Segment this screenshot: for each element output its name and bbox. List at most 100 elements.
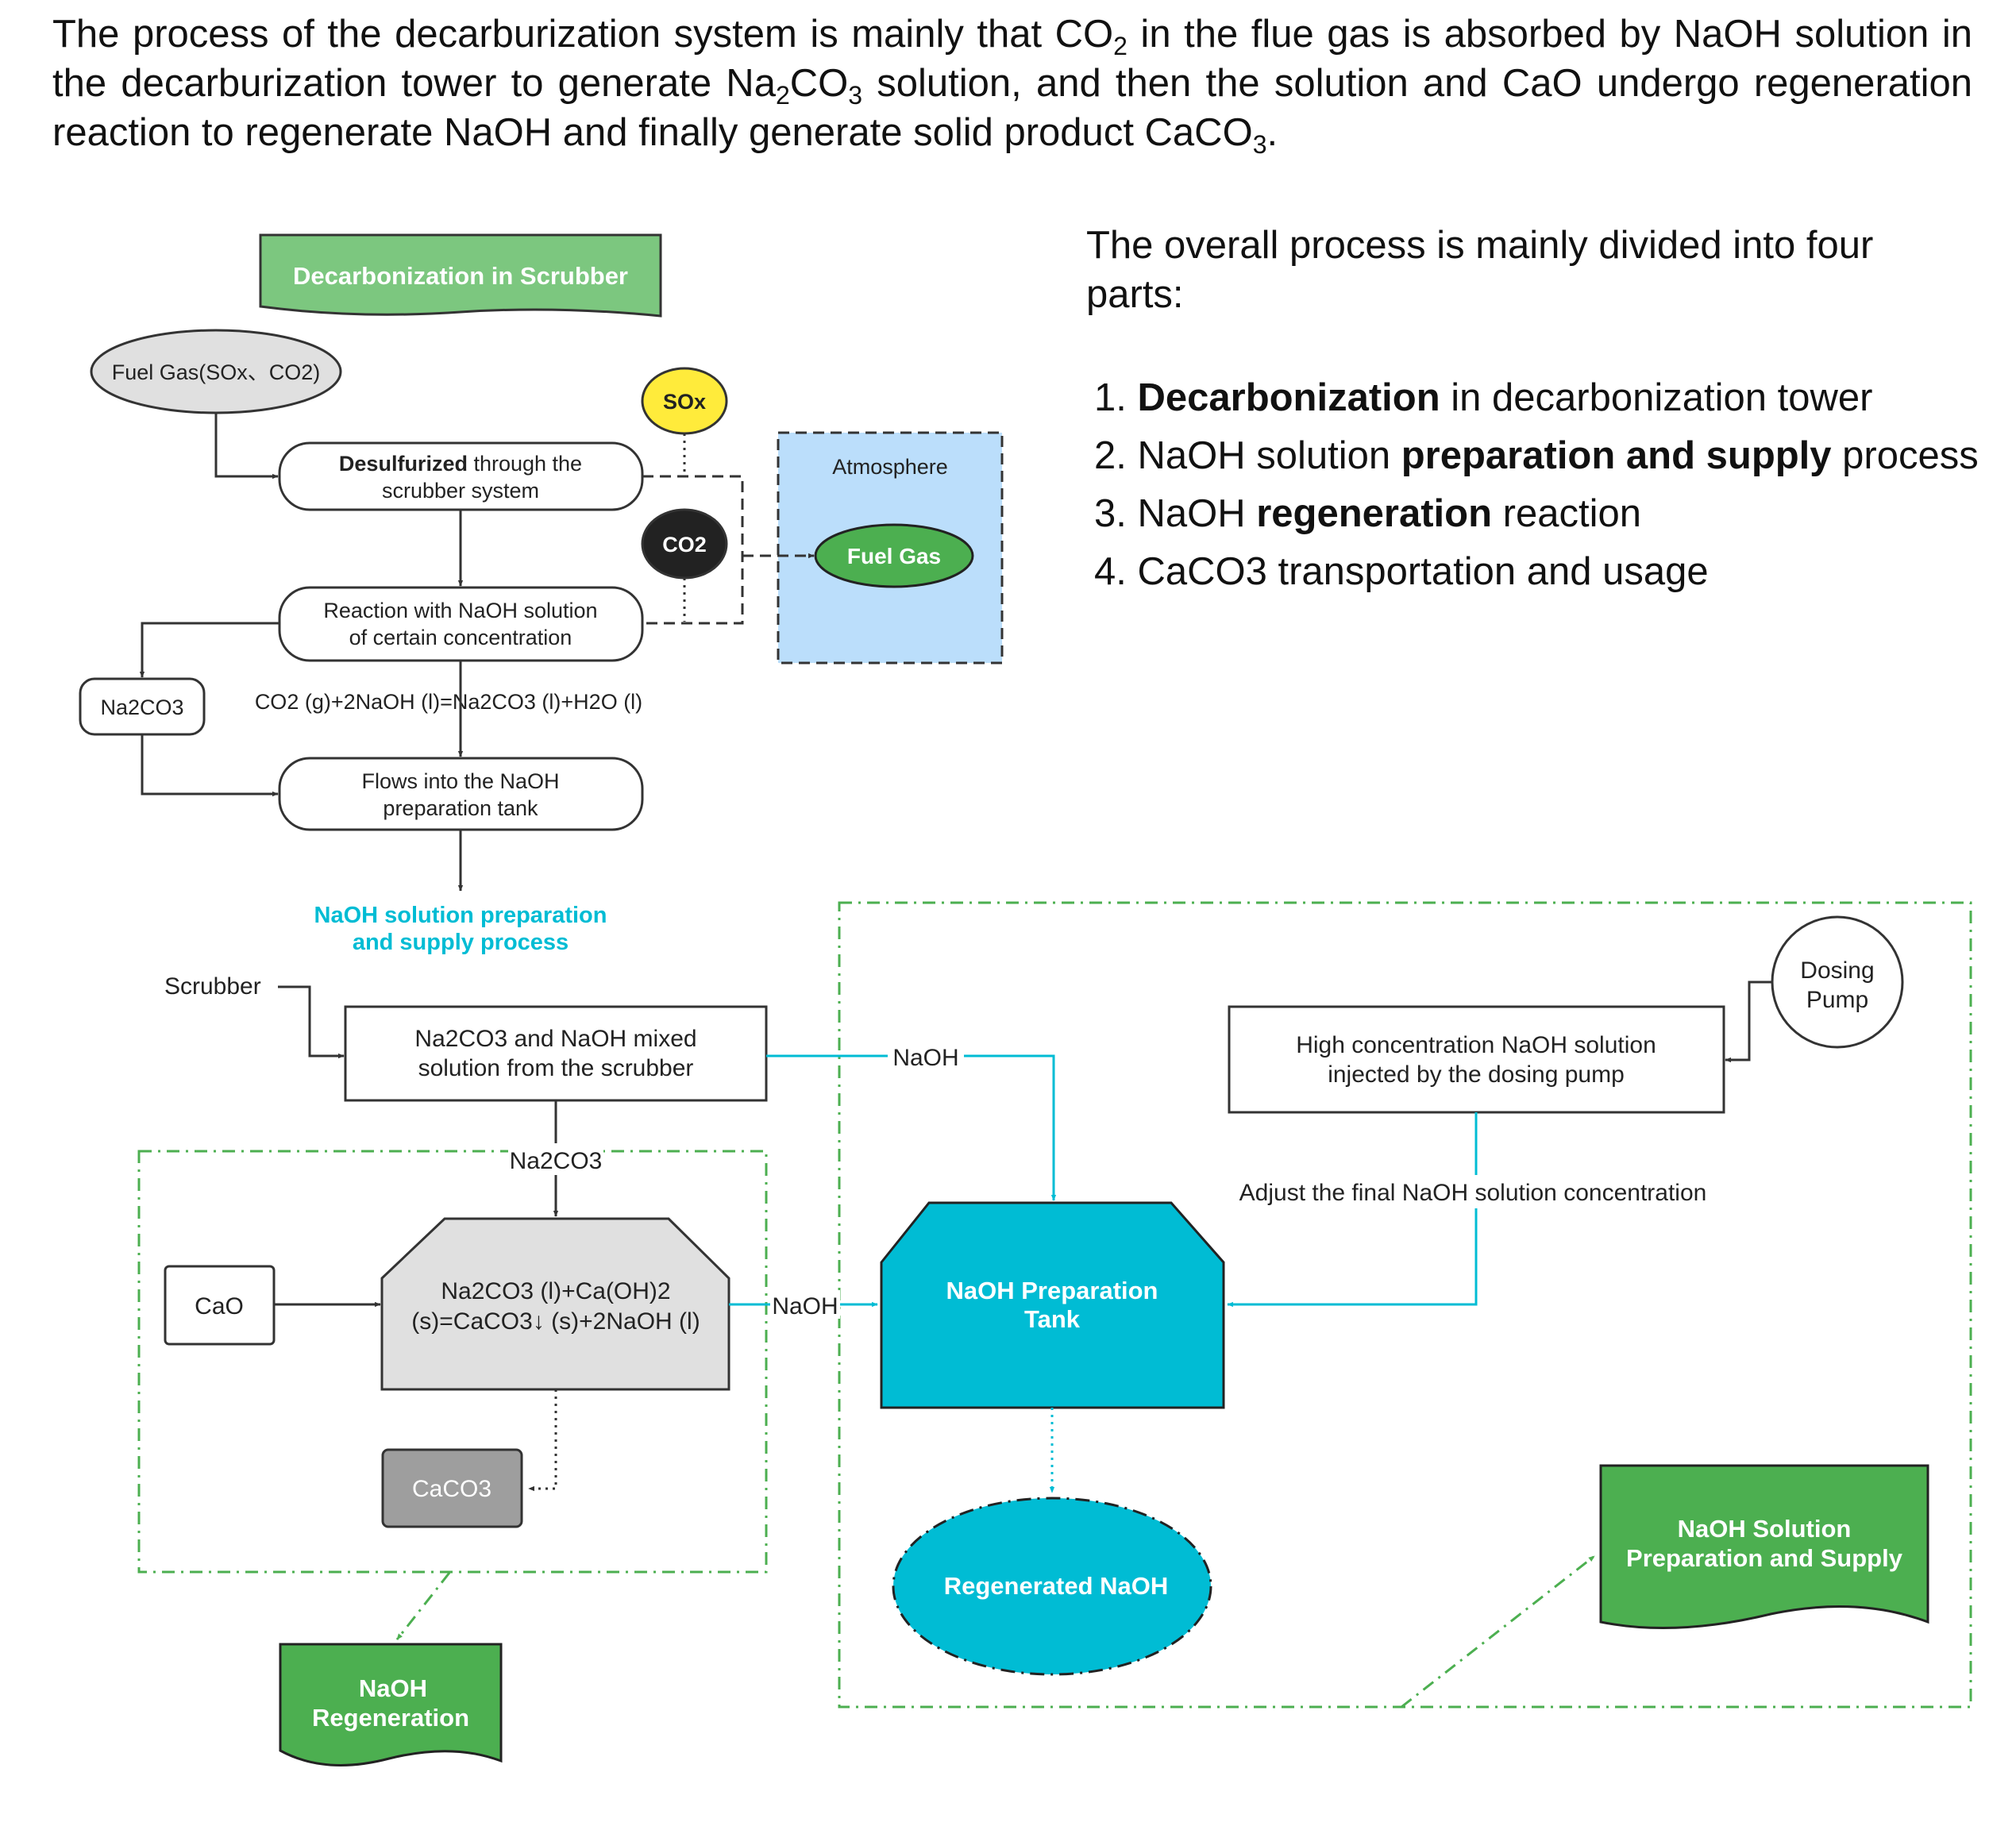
intro-text-4: solution, and then the solution and CaO … [52,62,1973,154]
parts-item-2-pre: 2. NaOH solution [1094,434,1401,477]
desulfurized-rest: through the [468,452,582,476]
regen-doc-line-2: Regeneration [312,1704,469,1732]
arrow-region-to-regen-doc [395,1572,451,1640]
pump-line-1: Dosing [1800,957,1874,984]
arrow-reaction-to-na2co3 [139,622,279,678]
intro-text-3: CO [789,62,849,105]
arrow-fuel-to-desulf [214,413,279,480]
intro-sub-1: 2 [1113,32,1127,60]
supply-document: NaOH Solution Preparation and Supply [1599,1464,1929,1630]
supply-doc-line-1: NaOH Solution [1678,1515,1852,1543]
caco3-label: CaCO3 [412,1476,491,1502]
parts-item-2-bold: preparation and supply [1401,434,1832,477]
parts-item-4-pre: 4. CaCO3 transportation and usage [1094,550,1709,593]
scrubber-equation: CO2 (g)+2NaOH (l)=Na2CO3 (l)+H2O (l) [255,690,642,714]
parts-item-3-pre: 3. NaOH [1094,492,1257,535]
tank-line-2: Tank [1024,1305,1081,1333]
flows-line-1: Flows into the NaOH [361,769,559,793]
high-line-2: injected by the dosing pump [1328,1061,1625,1088]
flows-step: Flows into the NaOH preparation tank [278,757,644,831]
mixed-line-2: solution from the scrubber [418,1055,694,1081]
line-desulf-to-co2 [642,475,744,625]
desulfurized-line-2: scrubber system [382,479,539,503]
adjust-label: Adjust the final NaOH solution concentra… [1239,1180,1707,1206]
regeneration-document: NaOH Regeneration [279,1643,503,1766]
regeneration-region [137,1150,768,1574]
high-line-1: High concentration NaOH solution [1296,1032,1656,1058]
arrow-scrubber-to-mixed [278,985,345,1059]
intro-sub-2: 2 [775,81,790,110]
decarbonization-document: Decarbonization in Scrubber [259,233,662,318]
cao-label: CaO [195,1293,244,1320]
cao-box: CaO [164,1265,276,1346]
arrow-mixed-to-tank [766,1054,1057,1201]
desulfurized-bold: Desulfurized [339,452,468,476]
reaction-line-2: of certain concentration [349,626,572,649]
regen-doc-line-1: NaOH [359,1674,427,1702]
mixed-solution-box: Na2CO3 and NaOH mixed solution from the … [344,1005,768,1102]
preparation-tank: NaOH Preparation Tank [880,1201,1225,1409]
intro-text-5: . [1266,111,1278,154]
parts-heading: The overall process is mainly divided in… [1086,224,1874,316]
mixed-line-1: Na2CO3 and NaOH mixed [414,1026,696,1052]
intro-text-1: The process of the decarburization syste… [52,13,1114,56]
parts-item-1-post: in decarbonization tower [1440,376,1873,419]
atmosphere-label: Atmosphere [832,455,948,479]
desulfurized-step: Desulfurized through the scrubber system [278,441,644,511]
intro-text-2: in the flue gas is absorbed by NaOH solu… [52,13,1973,105]
decarbonization-document-label: Decarbonization in Scrubber [293,262,628,290]
intro-sub-4: 3 [1252,130,1267,159]
high-concentration-box: High concentration NaOH solution injecte… [1228,1005,1725,1114]
fuel-gas-output: Fuel Gas [814,523,974,588]
arrow-region-to-supply-doc [1401,1555,1595,1709]
parts-list: 1. Decarbonization in decarbonization to… [1094,373,1979,605]
dosing-pump: Dosing Pump [1771,915,1904,1049]
desulfurized-line-1: Desulfurized through the [339,452,582,476]
preparation-region [838,901,1972,1709]
regeneration-reactor: Na2CO3 (l)+Ca(OH)2 (s)=CaCO3↓ (s)+2NaOH … [380,1217,730,1391]
sox-circle: SOx [641,367,728,435]
arrow-regen-to-caco3 [528,1389,557,1492]
supply-doc-line-2: Preparation and Supply [1626,1544,1903,1572]
arrow-pump-to-high [1725,980,1772,1063]
regenerated-naoh: Regenerated NaOH [892,1497,1212,1676]
regenerated-label: Regenerated NaOH [944,1572,1169,1600]
regen-line-2: (s)=CaCO3↓ (s)+2NaOH (l) [411,1308,700,1335]
na2co3-flow-label-bg [508,1143,603,1175]
arrow-na2co3-to-flows [141,734,279,797]
fuel-gas-input: Fuel Gas(SOx、CO2) [90,329,342,414]
naoh-top-label-bg [888,1042,964,1070]
naoh-mid-label-bg [770,1290,840,1319]
naoh-top-label: NaOH [892,1045,958,1071]
parts-item-3-bold: regeneration [1256,492,1493,535]
tank-line-1: NaOH Preparation [946,1277,1158,1304]
parts-item-1-pre: 1. [1094,376,1138,419]
reaction-step: Reaction with NaOH solution of certain c… [278,586,644,662]
prep-process-label-2: and supply process [353,930,569,955]
intro-sub-3: 3 [848,81,863,110]
naoh-mid-label: NaOH [772,1293,838,1320]
regen-line-1: Na2CO3 (l)+Ca(OH)2 [441,1278,670,1304]
fuel-gas-output-label: Fuel Gas [847,544,941,568]
na2co3-flow-label: Na2CO3 [510,1148,603,1174]
parts-item-3: 3. NaOH regeneration reaction [1094,489,1979,547]
parts-item-3-post: reaction [1492,492,1641,535]
flows-line-2: preparation tank [383,796,538,820]
sox-label: SOx [663,390,706,414]
na2co3-box: Na2CO3 [79,677,206,736]
parts-item-2-post: process [1831,434,1979,477]
co2-label: CO2 [662,533,707,557]
pump-line-2: Pump [1806,987,1868,1013]
reaction-line-1: Reaction with NaOH solution [323,599,597,622]
na2co3-box-label: Na2CO3 [100,695,183,719]
prep-process-label-1: NaOH solution preparation [314,903,607,928]
adjust-label-bg [1203,1175,1743,1208]
parts-item-1: 1. Decarbonization in decarbonization to… [1094,373,1979,431]
intro-paragraph: The process of the decarburization syste… [52,10,1972,157]
parts-item-1-bold: Decarbonization [1137,376,1440,419]
scrubber-label: Scrubber [164,973,261,1000]
co2-circle: CO2 [641,508,728,580]
caco3-box: CaCO3 [381,1448,523,1528]
parts-item-4: 4. CaCO3 transportation and usage [1094,547,1979,605]
